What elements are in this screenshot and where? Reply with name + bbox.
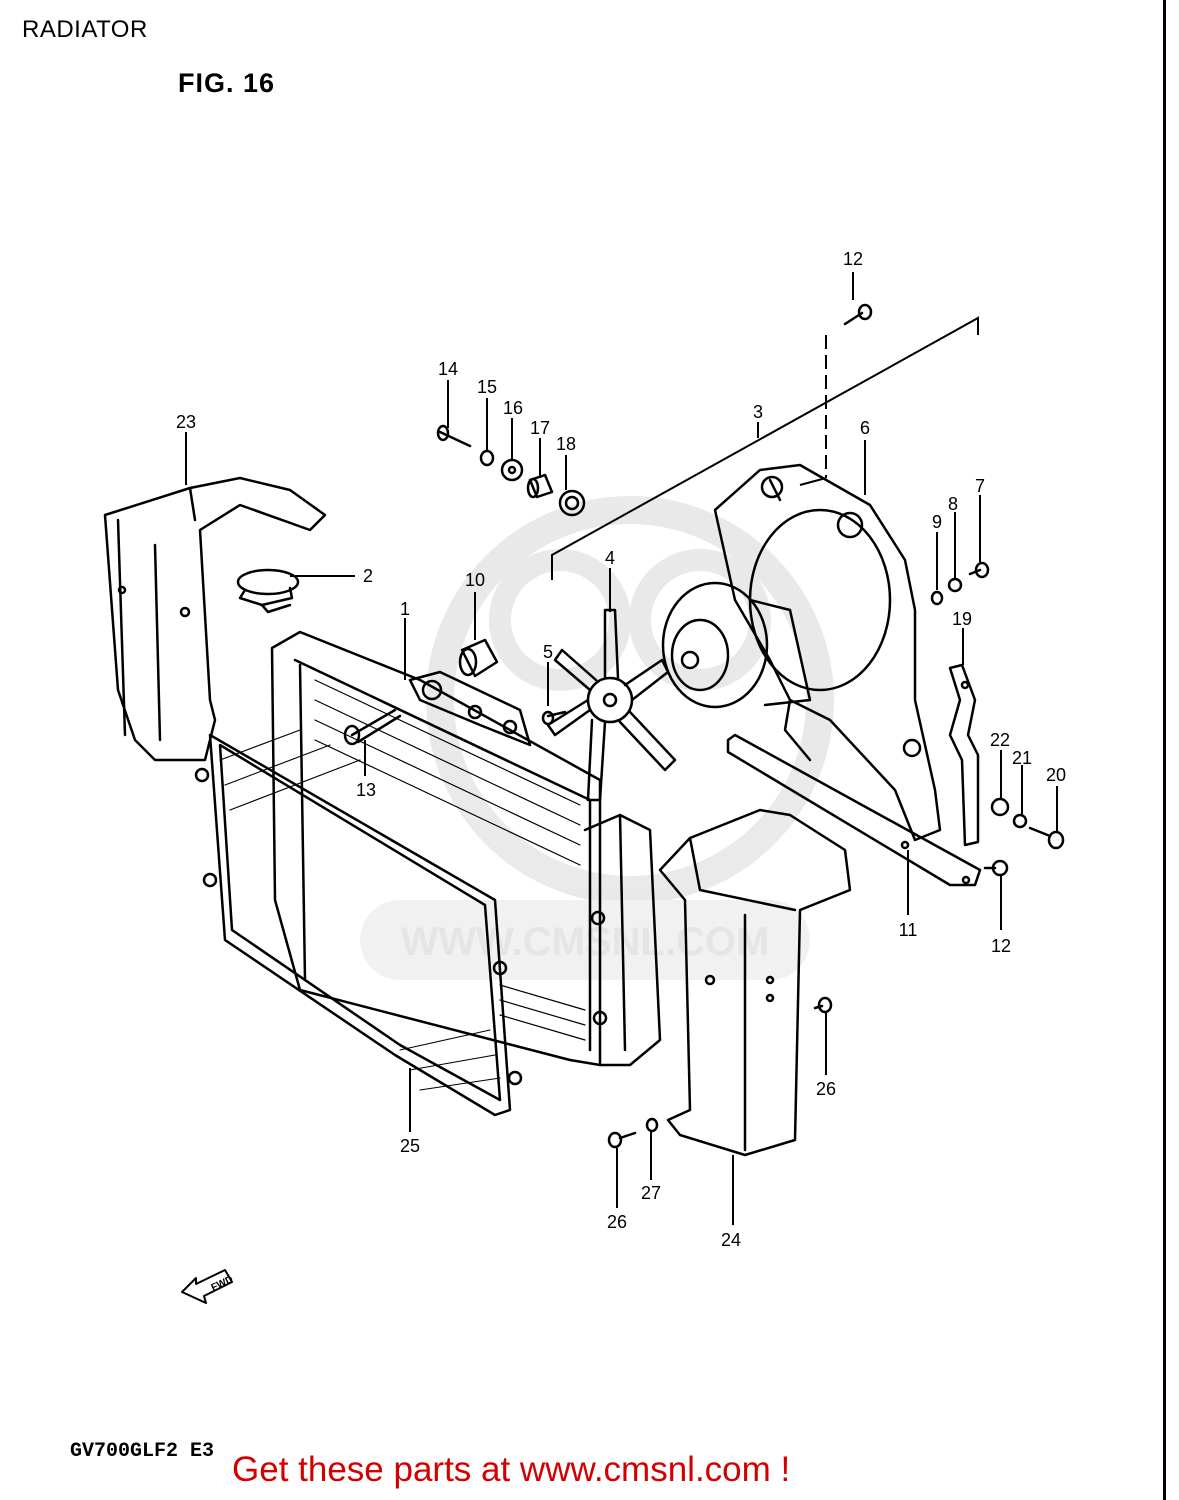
part-21-washer — [1012, 813, 1028, 829]
part-22-washer — [990, 797, 1010, 817]
part-6-fan-shroud — [713, 463, 942, 842]
part-12-bolt-top — [843, 303, 873, 326]
callout-14: 14 — [438, 359, 458, 379]
part-23-upper-shroud — [103, 476, 327, 762]
callout-26-left: 26 — [607, 1212, 627, 1232]
part-15-washer — [479, 449, 495, 467]
callout-7: 7 — [975, 476, 985, 496]
part-17-collar — [526, 473, 554, 499]
watermark: WWW.CMSNL.COM — [360, 496, 834, 980]
part-27-washer — [645, 1117, 659, 1133]
part-14-bolt — [436, 424, 472, 448]
callout-26-right: 26 — [816, 1079, 836, 1099]
figure-label: FIG. 16 — [178, 68, 276, 98]
part-25-radiator-guard — [194, 729, 523, 1117]
part-16-washer — [500, 458, 524, 482]
page-edge-rule — [1163, 0, 1166, 1500]
callout-24: 24 — [721, 1230, 741, 1250]
model-code: GV700GLF2 E3 — [70, 1440, 215, 1463]
part-11-stay-bracket — [726, 733, 982, 887]
part-13-bolt — [343, 708, 402, 746]
callout-19: 19 — [952, 609, 972, 629]
callout-13: 13 — [356, 780, 376, 800]
part-26-screw-left — [607, 1131, 637, 1149]
callout-9: 9 — [932, 512, 942, 532]
callout-3: 3 — [753, 402, 763, 422]
callout-2: 2 — [363, 566, 373, 586]
callout-23: 23 — [176, 412, 196, 432]
part-26-screw-right — [813, 996, 833, 1014]
callout-1: 1 — [400, 599, 410, 619]
part-19-bracket — [948, 663, 980, 847]
part-24-lower-cover — [658, 808, 852, 1157]
callout-11: 11 — [899, 920, 918, 940]
callout-12-top: 12 — [843, 249, 863, 269]
part-5-screw — [541, 710, 567, 726]
part-2-radiator-cap — [236, 568, 300, 614]
callout-10: 10 — [465, 570, 485, 590]
callout-6: 6 — [860, 418, 870, 438]
callout-25: 25 — [400, 1136, 420, 1156]
callout-21: 21 — [1012, 748, 1032, 768]
part-9-washer — [930, 590, 944, 606]
callout-17: 17 — [530, 418, 550, 438]
callout-8: 8 — [948, 494, 958, 514]
part-1-radiator-core — [270, 630, 662, 1067]
callout-22: 22 — [990, 730, 1010, 750]
callout-labels: 12 14 15 16 17 18 3 6 23 7 8 9 2 4 10 1 … — [176, 249, 1066, 1250]
part-8-nut — [947, 577, 963, 593]
fwd-arrow — [181, 1269, 233, 1304]
leader-lines — [185, 272, 1058, 1225]
fan-motor — [661, 581, 812, 709]
callout-12-bottom: 12 — [991, 936, 1011, 956]
callout-5: 5 — [543, 642, 553, 662]
callout-4: 4 — [605, 548, 615, 568]
callout-15: 15 — [477, 377, 497, 397]
callout-18: 18 — [556, 434, 576, 454]
callout-16: 16 — [503, 398, 523, 418]
callout-27: 27 — [641, 1183, 661, 1203]
cta-link[interactable]: Get these parts at www.cmsnl.com ! — [232, 1450, 791, 1489]
fwd-label: FWD — [210, 1274, 235, 1294]
part-18-grommet — [558, 489, 586, 517]
part-20-bolt — [1028, 826, 1065, 850]
watermark-text: WWW.CMSNL.COM — [401, 920, 770, 964]
part-7-screw — [968, 561, 990, 579]
callout-20: 20 — [1046, 765, 1066, 785]
part-10-bushing — [458, 638, 499, 678]
part-12-bolt-bottom — [983, 859, 1009, 877]
page-title: RADIATOR — [22, 16, 148, 43]
